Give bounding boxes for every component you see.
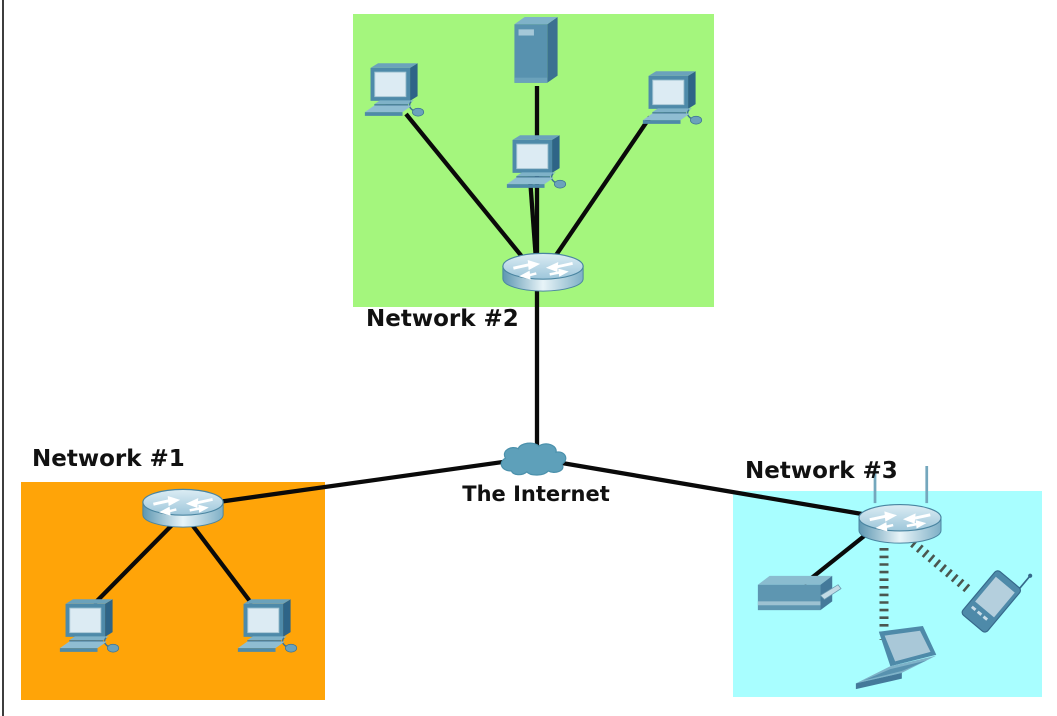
window-edge-line [2, 0, 4, 716]
network2-label: Network #2 [366, 306, 519, 332]
link-router3-printer [802, 531, 870, 586]
link-pc2-middle-router2 [527, 177, 539, 261]
internet-cloud-icon [500, 442, 567, 476]
network3-label: Network #3 [745, 458, 898, 484]
link-pc2-left-router2 [404, 112, 530, 266]
router-icon [501, 251, 585, 293]
router-icon [141, 487, 225, 529]
desktop-pc-icon [642, 70, 703, 125]
server-icon [514, 17, 558, 83]
link-router1-internet [203, 458, 511, 507]
internet-label: The Internet [462, 482, 610, 506]
desktop-pc-icon [237, 598, 298, 653]
link-router1-pc1-right [188, 520, 254, 606]
link-pc2-right-router2 [548, 115, 652, 266]
desktop-pc-icon [364, 62, 425, 117]
desktop-pc-icon [59, 598, 120, 653]
link-router1-pc1-left [92, 520, 177, 606]
link-internet-router3 [555, 459, 869, 518]
pda-icon [959, 554, 1035, 635]
link-router3-pda-wireless [910, 539, 973, 595]
desktop-pc-icon [506, 134, 567, 189]
printer-icon [757, 575, 842, 611]
network1-label: Network #1 [32, 446, 185, 472]
laptop-icon [855, 626, 937, 690]
